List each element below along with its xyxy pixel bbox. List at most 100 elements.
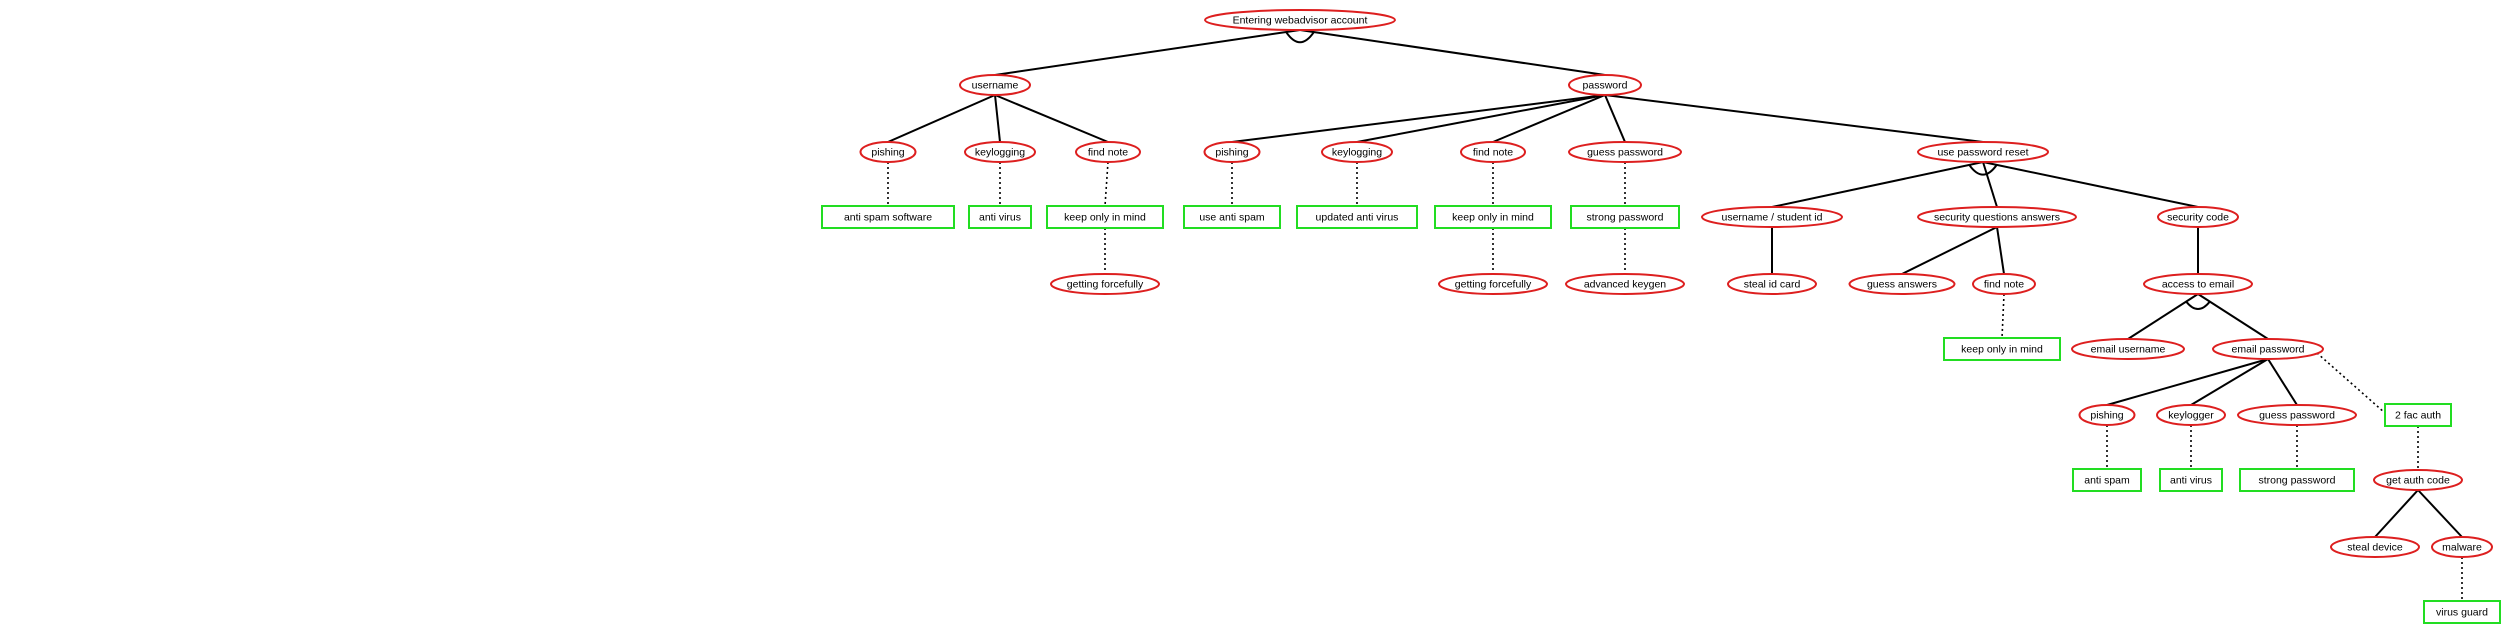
u-keylogging-label: keylogging: [975, 147, 1025, 159]
r-email-ellipse: [2143, 273, 2253, 295]
r-findnote-label: find note: [1984, 279, 2024, 291]
p-findnote-label: find note: [1473, 147, 1513, 159]
p-keepmind-label: keep only in mind: [1452, 212, 1534, 224]
p-keygen-ellipse: [1565, 273, 1685, 295]
username-ellipse: [959, 74, 1031, 96]
edge-r-email-to-e-password: [2197, 293, 2269, 340]
defense-node-p-antispam: use anti spam: [1183, 205, 1281, 229]
p-keygen-label: advanced keygen: [1584, 279, 1666, 291]
attack-node-r-email: access to email: [2143, 273, 2253, 295]
e-antivirus-label: anti virus: [2170, 475, 2212, 487]
p-antivirus-label: updated anti virus: [1316, 212, 1399, 224]
p-antispam-label: use anti spam: [1199, 212, 1265, 224]
edge-root-to-username: [994, 29, 1301, 76]
r-keepmind-label: keep only in mind: [1961, 344, 2043, 356]
edge-username-to-u-keylogging: [994, 94, 1001, 143]
u-antispam-box: [821, 205, 955, 229]
u-antivirus-box: [968, 205, 1032, 229]
edges: [887, 29, 2463, 601]
e-password-ellipse: [2212, 338, 2324, 360]
e-pishing-ellipse: [2078, 404, 2136, 426]
e-antispam-box: [2072, 468, 2142, 492]
defense-node-p-keepmind: keep only in mind: [1434, 205, 1552, 229]
edge-r-findnote-to-r-keepmind: [2001, 293, 2005, 339]
attack-node-r-stealcard: steal id card: [1727, 273, 1817, 295]
attack-node-u-keylogging: keylogging: [964, 141, 1036, 163]
username-label: username: [972, 80, 1019, 92]
e-antivirus-box: [2159, 468, 2223, 492]
r-guessanswers-label: guess answers: [1867, 279, 1937, 291]
edge-u-findnote-to-u-keepmind: [1104, 161, 1109, 207]
attack-node-r-studentid: username / student id: [1701, 206, 1843, 228]
password-ellipse: [1568, 74, 1642, 96]
defense-node-r-keepmind: keep only in mind: [1943, 337, 2061, 361]
p-keylogging-ellipse: [1321, 141, 1393, 163]
edge-p-reset-to-r-studentid: [1771, 161, 1984, 208]
r-questions-ellipse: [1917, 206, 2077, 228]
attack-node-e-guess: guess password: [2237, 404, 2357, 426]
attack-node-p-reset: use password reset: [1917, 141, 2049, 163]
r-studentid-label: username / student id: [1722, 212, 1823, 224]
r-email-label: access to email: [2162, 279, 2234, 291]
u-forcefully-ellipse: [1050, 273, 1160, 295]
r-code-label: security code: [2167, 212, 2229, 224]
e-guess-ellipse: [2237, 404, 2357, 426]
attack-node-e-pishing: pishing: [2078, 404, 2136, 426]
r-code-ellipse: [2157, 206, 2239, 228]
attack-node-password: password: [1568, 74, 1642, 96]
edge-username-to-u-pishing: [887, 94, 996, 143]
r-studentid-ellipse: [1701, 206, 1843, 228]
root-ellipse: [1204, 9, 1396, 31]
edge-p-reset-to-r-questions: [1982, 161, 1998, 208]
e-stealdevice-ellipse: [2330, 536, 2420, 558]
edge-username-to-u-findnote: [994, 94, 1109, 143]
edge-e-password-to-e-2fa: [2316, 352, 2386, 414]
attack-node-e-malware: malware: [2431, 536, 2493, 558]
u-keepmind-box: [1046, 205, 1164, 229]
r-questions-label: security questions answers: [1934, 212, 2060, 224]
and-arc-root: [1285, 31, 1315, 44]
p-guess-ellipse: [1568, 141, 1682, 163]
edge-root-to-password: [1299, 29, 1606, 76]
e-keylogger-ellipse: [2156, 404, 2226, 426]
attack-node-u-pishing: pishing: [859, 141, 917, 163]
defense-node-e-2fa: 2 fac auth: [2384, 403, 2452, 427]
e-getcode-label: get auth code: [2386, 475, 2450, 487]
u-pishing-label: pishing: [871, 147, 904, 159]
e-strong-box: [2239, 468, 2355, 492]
e-password-label: email password: [2232, 344, 2305, 356]
p-guess-label: guess password: [1587, 147, 1663, 159]
e-2fa-label: 2 fac auth: [2395, 410, 2441, 422]
attack-node-r-findnote: find note: [1972, 273, 2036, 295]
p-pishing-label: pishing: [1215, 147, 1248, 159]
edge-password-to-p-findnote: [1492, 94, 1606, 143]
attack-node-p-forcefully: getting forcefully: [1438, 273, 1548, 295]
u-forcefully-label: getting forcefully: [1067, 279, 1144, 291]
r-stealcard-ellipse: [1727, 273, 1817, 295]
attack-node-p-pishing: pishing: [1203, 141, 1261, 163]
edge-e-getcode-to-e-stealdevice: [2374, 489, 2419, 538]
p-strong-label: strong password: [1586, 212, 1663, 224]
p-findnote-ellipse: [1460, 141, 1526, 163]
attack-node-u-forcefully: getting forcefully: [1050, 273, 1160, 295]
p-keepmind-box: [1434, 205, 1552, 229]
e-guess-label: guess password: [2259, 410, 2335, 422]
attack-node-username: username: [959, 74, 1031, 96]
e-stealdevice-label: steal device: [2347, 542, 2403, 554]
e-virusguard-box: [2423, 600, 2501, 624]
attack-node-e-username: email username: [2071, 338, 2185, 360]
attack-node-r-code: security code: [2157, 206, 2239, 228]
attack-node-e-password: email password: [2212, 338, 2324, 360]
u-pishing-ellipse: [859, 141, 917, 163]
attack-node-e-getcode: get auth code: [2373, 469, 2463, 491]
u-keylogging-ellipse: [964, 141, 1036, 163]
edge-e-getcode-to-e-malware: [2417, 489, 2463, 538]
r-keepmind-box: [1943, 337, 2061, 361]
and-arc-p-reset: [1968, 164, 1998, 176]
edge-e-password-to-e-pishing: [2106, 358, 2269, 406]
r-findnote-ellipse: [1972, 273, 2036, 295]
password-label: password: [1583, 80, 1628, 92]
p-reset-label: use password reset: [1937, 147, 2028, 159]
attack-node-p-keylogging: keylogging: [1321, 141, 1393, 163]
